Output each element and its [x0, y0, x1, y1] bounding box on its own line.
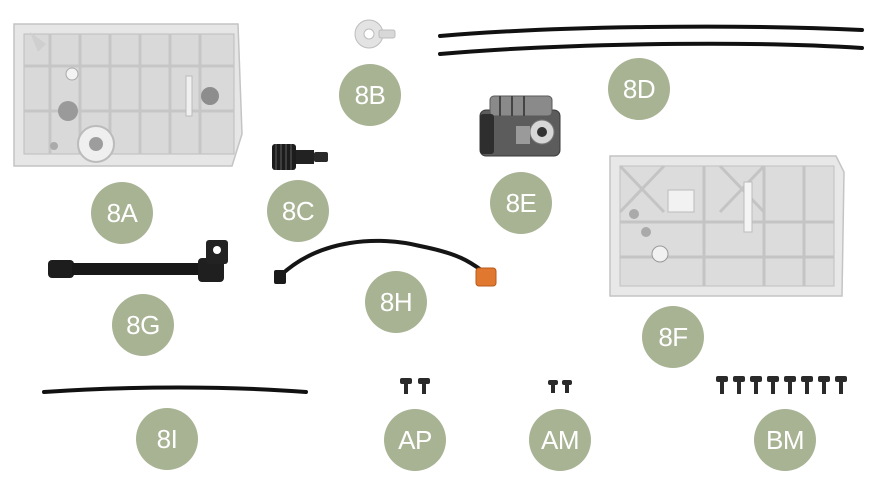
part-8e-motor	[476, 92, 572, 162]
part-bm-screws	[714, 374, 856, 398]
label-8a: 8A	[91, 182, 153, 244]
label-bm: BM	[754, 409, 816, 471]
part-8a-housing	[10, 16, 246, 170]
label-ap: AP	[384, 409, 446, 471]
part-8d-cables	[436, 18, 868, 62]
label-8e: 8E	[490, 172, 552, 234]
part-8i-cable	[40, 380, 312, 402]
label-8c: 8C	[267, 180, 329, 242]
part-8g-shaft	[44, 236, 234, 288]
label-8d: 8D	[608, 58, 670, 120]
label-8i: 8I	[136, 408, 198, 470]
part-am-screws	[546, 378, 576, 396]
label-8b: 8B	[339, 64, 401, 126]
label-am: AM	[529, 409, 591, 471]
label-8g: 8G	[112, 294, 174, 356]
part-8c-pinion	[270, 140, 332, 174]
part-ap-screws	[398, 376, 434, 396]
label-8f: 8F	[642, 306, 704, 368]
part-8f-housing	[604, 152, 848, 300]
part-8b-washer	[351, 18, 399, 52]
label-8h: 8H	[365, 271, 427, 333]
part-8h-wire	[270, 232, 506, 298]
